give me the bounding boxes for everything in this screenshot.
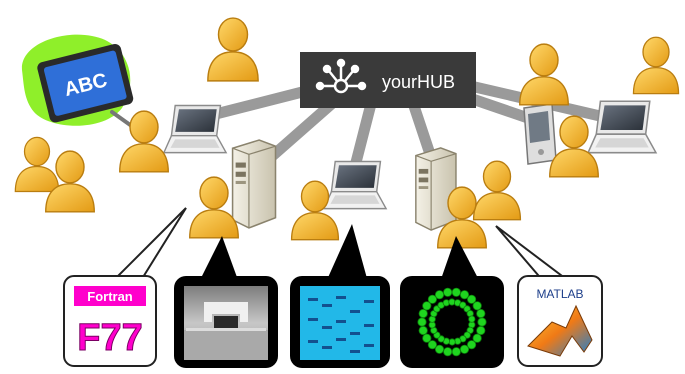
ring-dot bbox=[477, 317, 487, 327]
server-right bbox=[415, 147, 457, 231]
hub-network-icon bbox=[315, 58, 367, 94]
person bbox=[189, 176, 239, 239]
ring-dot bbox=[466, 294, 477, 304]
callout-tail-ring bbox=[440, 236, 480, 282]
beam-server-left bbox=[264, 94, 342, 164]
callout-tail-gel bbox=[326, 224, 368, 282]
ring-dot bbox=[459, 344, 470, 354]
ring-structure bbox=[417, 287, 487, 357]
person bbox=[119, 110, 169, 173]
laptop-left bbox=[163, 104, 227, 154]
callout-tails bbox=[109, 207, 573, 283]
ring-dot bbox=[451, 287, 461, 297]
tablet-illustration: ABC bbox=[21, 34, 142, 134]
hub-node: yourHUB bbox=[300, 52, 476, 108]
ring-dot bbox=[434, 290, 445, 300]
ring-dot bbox=[443, 347, 453, 357]
ring-dot bbox=[459, 290, 470, 300]
gel-image-card bbox=[290, 276, 390, 368]
ring-dot bbox=[472, 301, 482, 311]
hub-label: yourHUB bbox=[382, 72, 455, 92]
fortran-badge-text: Fortran bbox=[87, 289, 133, 304]
ring-dot bbox=[417, 317, 427, 327]
sem-image-card bbox=[174, 276, 278, 368]
ring-structure-card bbox=[400, 276, 504, 368]
person bbox=[207, 17, 259, 82]
ring-dot bbox=[476, 308, 486, 319]
ring-dot bbox=[427, 340, 437, 350]
matlab-title: MATLAB bbox=[536, 287, 583, 301]
ring-dot bbox=[418, 308, 428, 319]
fortran-card: Fortran F77 bbox=[63, 275, 157, 367]
ring-dot bbox=[466, 340, 477, 350]
matlab-card: MATLAB bbox=[517, 275, 603, 367]
ring-dot bbox=[468, 315, 476, 323]
fortran-big-text: F77 bbox=[77, 317, 142, 359]
pda-device bbox=[523, 103, 557, 165]
ring-dot bbox=[472, 333, 482, 343]
laptop-right bbox=[587, 100, 657, 154]
laptop-center bbox=[323, 160, 387, 210]
ring-dot bbox=[443, 287, 453, 297]
ring-dot bbox=[476, 325, 486, 336]
ring-dot bbox=[434, 344, 445, 354]
ring-dot bbox=[427, 294, 437, 304]
callout-tail-sem bbox=[200, 236, 238, 280]
server-left bbox=[231, 139, 277, 229]
beam-server-right bbox=[406, 94, 438, 166]
ring-dot bbox=[451, 347, 461, 357]
person bbox=[14, 136, 60, 193]
person bbox=[632, 36, 680, 95]
ring-dot bbox=[418, 325, 428, 336]
person bbox=[472, 160, 522, 221]
callout-tail-fortran bbox=[109, 207, 187, 283]
callout-tail-matlab bbox=[495, 225, 573, 283]
ring-dot bbox=[422, 333, 432, 343]
matlab-logo-icon bbox=[527, 304, 593, 357]
person bbox=[519, 43, 569, 106]
ring-dot bbox=[422, 301, 432, 311]
